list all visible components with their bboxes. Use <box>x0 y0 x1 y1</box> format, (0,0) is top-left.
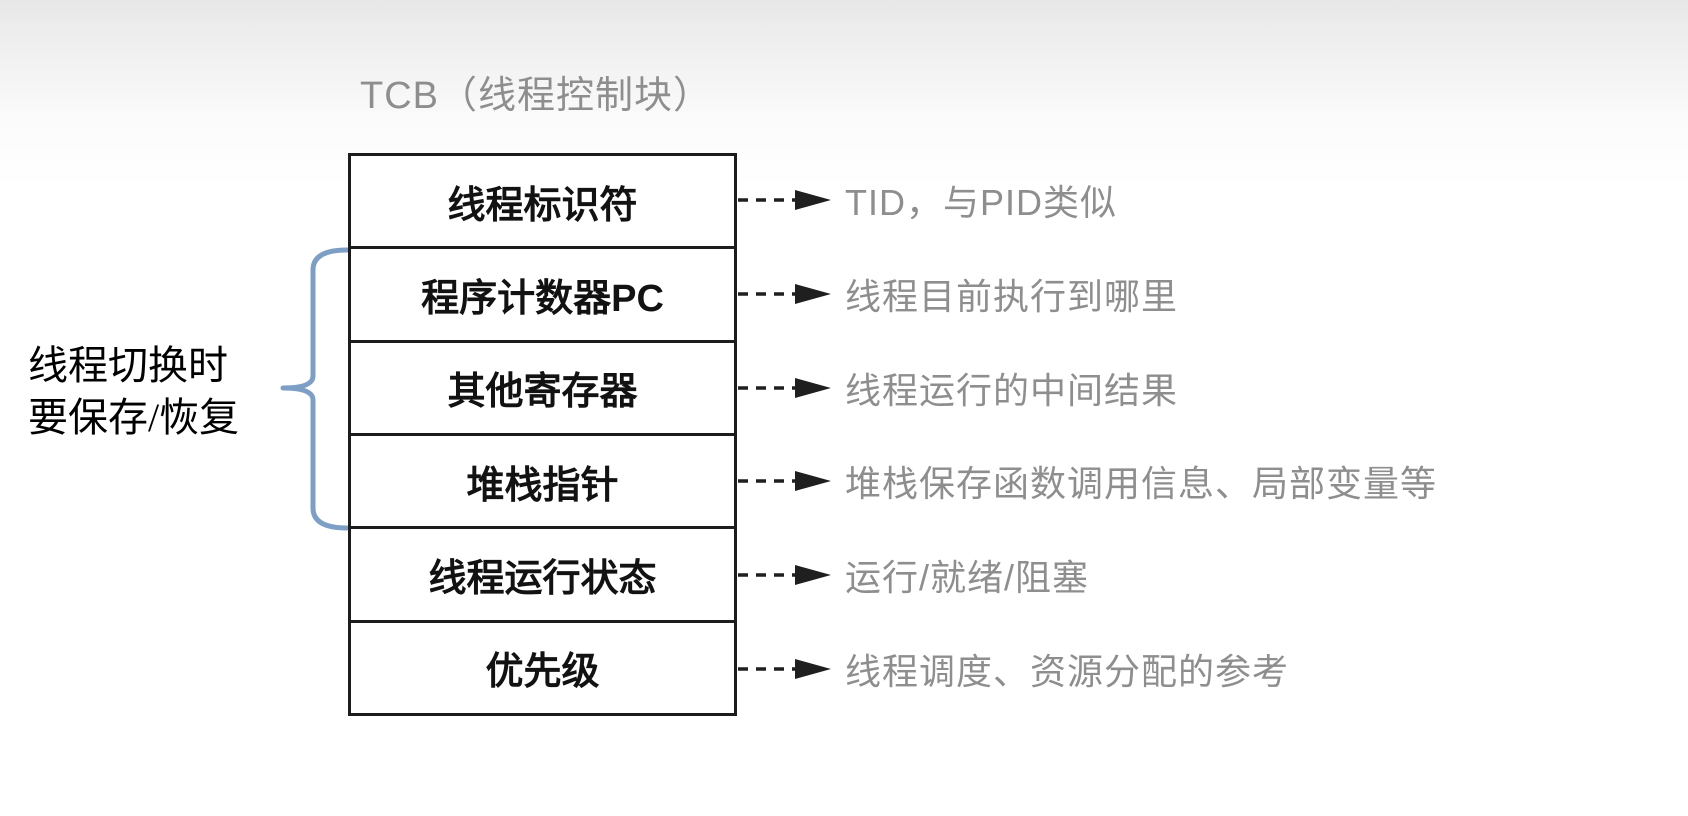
diagram-title: TCB（线程控制块） <box>360 75 713 117</box>
annotation-text: 线程调度、资源分配的参考 <box>845 651 1290 692</box>
annotation-program-counter: 线程目前执行到哪里 <box>737 247 1178 341</box>
annotation-text: 线程运行的中间结果 <box>845 370 1179 411</box>
dashed-arrow-icon <box>738 190 831 210</box>
tcb-row-program-counter: 程序计数器PC <box>351 246 734 339</box>
annotation-stack-pointer: 堆栈保存函数调用信息、局部变量等 <box>737 434 1437 528</box>
dashed-arrow-icon <box>738 378 831 398</box>
side-note-line1: 线程切换时 <box>28 343 228 388</box>
annotation-thread-id: TID，与PID类似 <box>737 153 1117 247</box>
tcb-row-other-registers: 其他寄存器 <box>351 339 734 433</box>
annotation-text: TID，与PID类似 <box>845 182 1118 223</box>
annotation-text: 运行/就绪/阻塞 <box>845 557 1090 598</box>
annotation-text: 线程目前执行到哪里 <box>845 276 1179 317</box>
curly-brace-icon <box>280 247 350 531</box>
side-note: 线程切换时 要保存/恢复 <box>28 340 239 444</box>
annotation-text: 堆栈保存函数调用信息、局部变量等 <box>845 463 1438 504</box>
tcb-row-stack-pointer: 堆栈指针 <box>351 432 734 526</box>
side-note-line2: 要保存/恢复 <box>28 395 240 440</box>
dashed-arrow-icon <box>738 565 831 585</box>
dashed-arrow-icon <box>738 471 831 491</box>
tcb-row-priority: 优先级 <box>351 619 734 713</box>
tcb-row-run-state: 线程运行状态 <box>351 526 734 619</box>
tcb-table: 线程标识符 程序计数器PC 其他寄存器 堆栈指针 线程运行状态 优先级 <box>348 153 737 716</box>
dashed-arrow-icon <box>738 659 831 679</box>
annotation-other-registers: 线程运行的中间结果 <box>737 341 1178 435</box>
annotation-run-state: 运行/就绪/阻塞 <box>737 528 1089 622</box>
tcb-row-thread-id: 线程标识符 <box>447 184 638 227</box>
dashed-arrow-icon <box>738 284 831 304</box>
annotation-priority: 线程调度、资源分配的参考 <box>737 622 1289 716</box>
